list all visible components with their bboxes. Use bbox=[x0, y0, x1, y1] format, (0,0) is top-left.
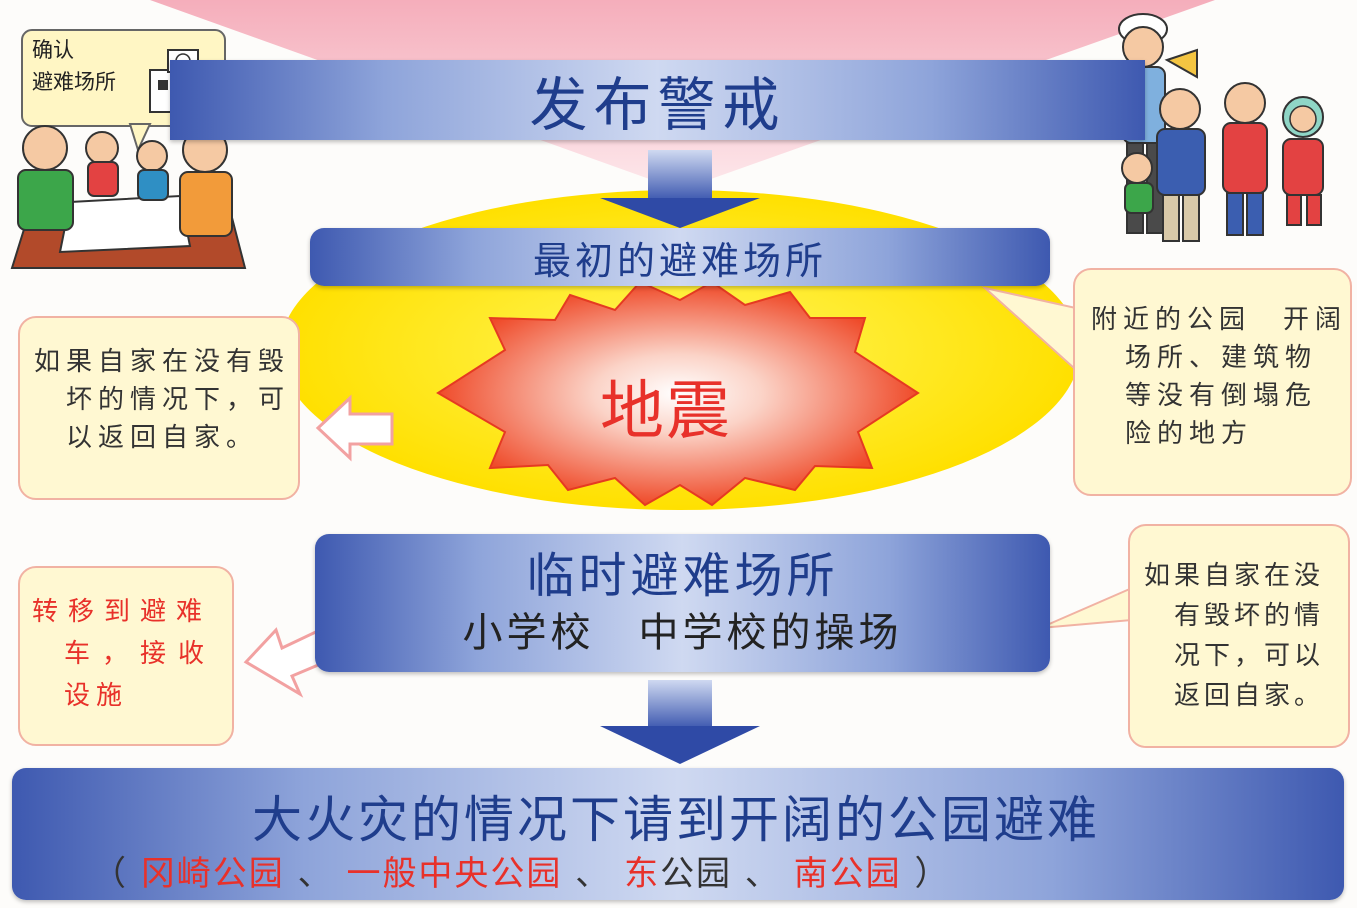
note-line: 况下，可以 bbox=[1174, 641, 1325, 671]
earthquake-burst-shape bbox=[436, 280, 920, 507]
note-line: 如果自家在没 bbox=[1144, 561, 1325, 591]
fire-evacuation-bar: 大火灾的情况下请到开阔的公园避难 （ 冈崎公园 、 一般中央公园 、 东公园 、… bbox=[12, 768, 1344, 900]
note-line: 转移到避难 bbox=[32, 597, 213, 627]
note-line: 以返回自家。 bbox=[66, 423, 259, 453]
park-east-suffix: 公园 bbox=[660, 854, 733, 894]
separator: 、 bbox=[297, 854, 334, 894]
transfer-note: 转移到避难 车，接收 设施 bbox=[18, 566, 234, 746]
temp-shelter-subtitle: 小学校 中学校的操场 bbox=[462, 610, 903, 656]
park-east-prefix: 东 bbox=[624, 854, 661, 894]
note-line: 有毁坏的情 bbox=[1174, 601, 1325, 631]
park-south: 南公园 bbox=[793, 854, 902, 894]
down-arrow-icon bbox=[600, 150, 760, 228]
note-line: 车，接收 bbox=[64, 639, 217, 669]
separator: 、 bbox=[744, 854, 781, 894]
paren-close: ） bbox=[914, 854, 951, 894]
earthquake-label: 地震 bbox=[600, 375, 732, 449]
first-shelter-bar: 最初的避难场所 bbox=[310, 228, 1050, 286]
temp-shelter-bar: 临时避难场所 小学校 中学校的操场 bbox=[315, 534, 1050, 672]
warning-banner: 发布警戒 bbox=[170, 60, 1145, 140]
park-okazaki: 冈崎公园 bbox=[140, 854, 285, 894]
first-shelter-label: 最初的避难场所 bbox=[532, 238, 827, 283]
note-line: 等没有倒塌危 bbox=[1125, 381, 1318, 411]
evacuees-illustration bbox=[1085, 5, 1347, 250]
bubble-text-line2: 避难场所 bbox=[32, 70, 116, 94]
left-arrow-icon bbox=[315, 394, 394, 462]
note-line: 如果自家在没有毁 bbox=[34, 347, 291, 377]
return-home-note-left: 如果自家在没有毁 坏的情况下，可 以返回自家。 bbox=[18, 316, 300, 500]
park-list: （ 冈崎公园 、 一般中央公园 、 东公园 、 南公园 ） bbox=[92, 846, 951, 895]
bubble-text-line1: 确认 bbox=[32, 38, 74, 62]
return-home-note-right: 如果自家在没 有毁坏的情 况下，可以 返回自家。 bbox=[1128, 524, 1350, 748]
note-line: 返回自家。 bbox=[1174, 681, 1325, 711]
temp-shelter-title: 临时避难场所 bbox=[526, 548, 839, 604]
open-space-note: 附近的公园 开阔 场所、建筑物 等没有倒塌危 险的地方 bbox=[1073, 268, 1352, 496]
park-central: 一般中央公园 bbox=[346, 854, 563, 894]
note-line: 场所、建筑物 bbox=[1125, 343, 1318, 373]
warning-title: 发布警戒 bbox=[529, 71, 786, 139]
note-line: 险的地方 bbox=[1125, 419, 1254, 449]
note-line: 坏的情况下，可 bbox=[66, 385, 291, 415]
fire-title: 大火灾的情况下请到开阔的公园避难 bbox=[252, 791, 1100, 849]
paren-open: （ bbox=[92, 854, 128, 894]
speech-tail bbox=[1039, 586, 1133, 629]
note-line: 设施 bbox=[64, 681, 129, 711]
down-arrow-icon bbox=[600, 680, 760, 764]
separator: 、 bbox=[575, 854, 612, 894]
note-line: 附近的公园 开阔 bbox=[1091, 305, 1348, 335]
